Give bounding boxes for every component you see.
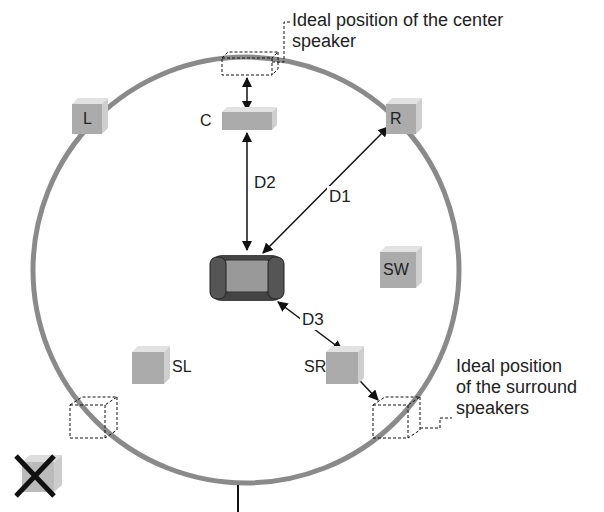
leader-line	[272, 22, 290, 62]
speaker-face	[416, 246, 422, 288]
speaker-label: SL	[172, 358, 192, 376]
speaker: L	[70, 96, 114, 136]
speaker-face	[222, 112, 272, 130]
speaker-face	[326, 352, 358, 384]
speaker: SL	[130, 344, 200, 386]
speaker-face	[222, 107, 277, 112]
speaker: R	[384, 96, 428, 136]
speaker-label: SR	[304, 358, 326, 376]
room-line	[237, 485, 239, 512]
callout-text: Ideal position of the center speaker	[292, 10, 522, 52]
speaker-face	[72, 104, 102, 134]
speaker-face	[380, 246, 422, 252]
speaker-face	[358, 346, 364, 384]
speaker-face	[326, 346, 364, 352]
listening-chair	[210, 255, 284, 301]
listening-circle	[33, 57, 459, 483]
distance-label: D3	[300, 309, 326, 330]
leader-line	[420, 418, 452, 428]
distance-label: D1	[327, 186, 353, 207]
speaker-face	[386, 104, 416, 134]
speaker: SW	[378, 244, 426, 290]
speaker-face	[132, 346, 170, 352]
speaker: SR	[302, 344, 366, 386]
speaker-cube	[70, 96, 114, 136]
ideal-surround-box	[70, 397, 420, 438]
speaker-face	[102, 98, 108, 134]
speaker-label: C	[200, 112, 212, 130]
ideal-center-box	[222, 52, 278, 75]
speaker: C	[198, 104, 280, 134]
speaker-face	[72, 98, 108, 104]
distance-label: D2	[252, 172, 278, 193]
speaker-face	[164, 346, 170, 384]
callout-text: Ideal position of the surround speakers	[456, 356, 578, 419]
wrong-position-mark	[16, 455, 62, 496]
speaker-face	[386, 98, 422, 104]
speaker-face	[132, 352, 164, 384]
speaker-face	[380, 252, 416, 288]
speaker-label: R	[390, 110, 402, 128]
speaker-label: SW	[383, 261, 409, 279]
speaker-label: L	[83, 110, 92, 128]
speaker-face	[272, 107, 277, 130]
speaker-face	[416, 98, 422, 134]
